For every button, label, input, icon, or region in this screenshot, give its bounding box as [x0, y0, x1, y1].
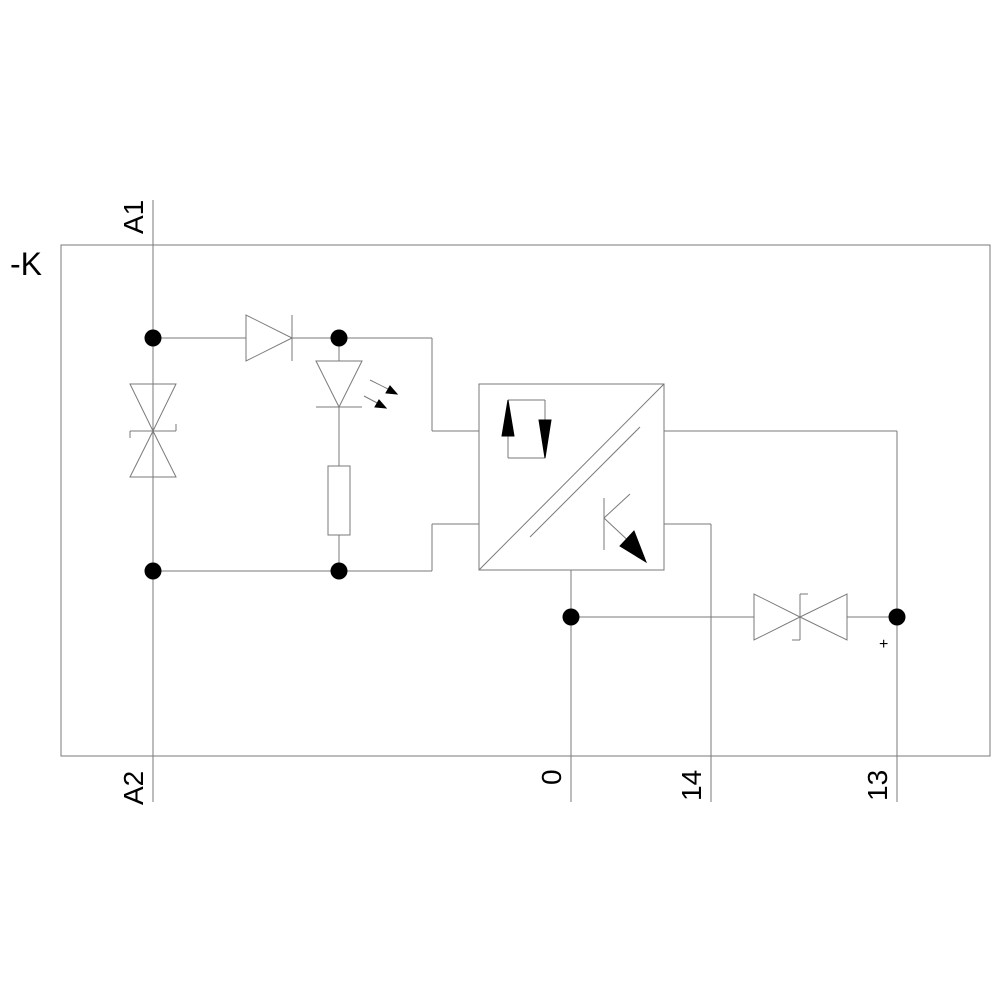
led-indicator — [315, 360, 399, 409]
device-label: -K — [10, 246, 42, 282]
junction-output-0 — [562, 608, 580, 626]
junction-a2-bottom — [144, 562, 162, 580]
terminal-label-a2: A2 — [118, 771, 149, 805]
junction-output-13 — [888, 608, 906, 626]
junction-a1-top — [144, 329, 162, 347]
polarity-plus-mark: + — [879, 636, 888, 653]
terminal-label-14: 14 — [676, 770, 707, 801]
resistor — [327, 465, 351, 536]
terminal-label-a1: A1 — [118, 200, 149, 234]
series-diode — [245, 314, 294, 362]
bidirectional-suppressor-diode-output — [753, 593, 848, 641]
terminal-label-0: 0 — [536, 769, 567, 785]
terminal-label-13: 13 — [862, 770, 893, 801]
junction-led-top — [330, 329, 348, 347]
device-enclosure — [60, 244, 991, 757]
junction-led-bottom — [330, 562, 348, 580]
bidirectional-suppressor-diode-input — [129, 383, 177, 478]
converter-block — [478, 383, 665, 571]
